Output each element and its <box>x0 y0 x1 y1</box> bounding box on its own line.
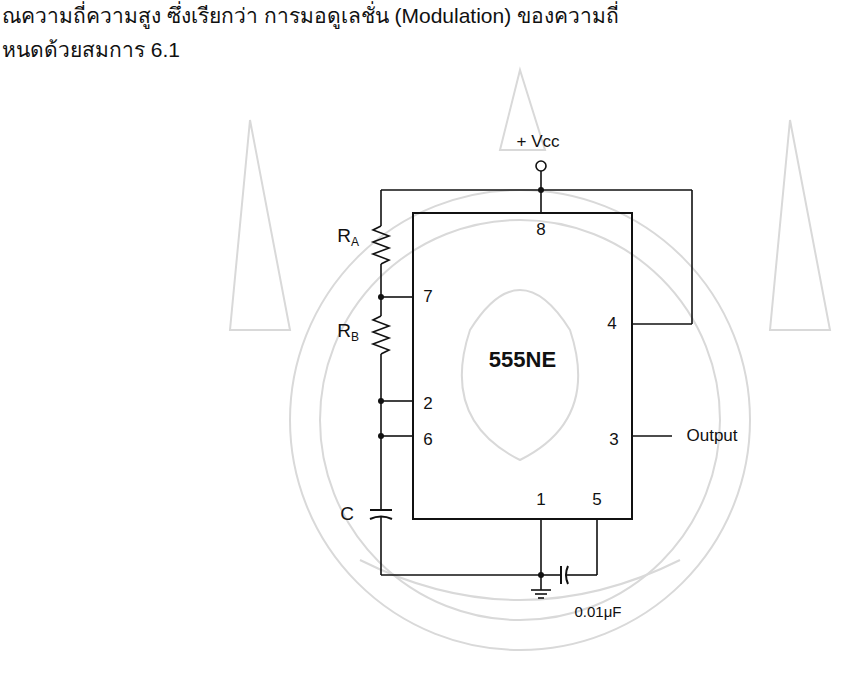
capacitor-plate <box>370 509 392 511</box>
component-label: R <box>337 226 351 247</box>
pin-number: 1 <box>536 491 545 510</box>
component-subscript: A <box>351 236 359 249</box>
vcc-terminal <box>536 161 546 171</box>
capacitor-plate <box>560 566 562 584</box>
ic-chip: 555NE <box>412 212 633 520</box>
pin-number: 7 <box>423 288 432 307</box>
pin-number: 8 <box>536 221 545 240</box>
resistor-symbol <box>373 316 389 354</box>
ground-symbol <box>531 589 551 591</box>
pin-number: 3 <box>609 431 618 450</box>
signal-name: Output <box>686 427 737 446</box>
pin-number: 6 <box>423 431 432 450</box>
pin-number: 4 <box>607 315 616 334</box>
component-label: R <box>337 321 351 342</box>
component-value: 0.01μF <box>575 604 622 621</box>
pin-number: 5 <box>592 491 601 510</box>
pin-number: 2 <box>423 395 432 414</box>
body-text: หนดด้วยสมการ 6.1 <box>2 38 180 61</box>
supply-label: + Vcc <box>517 133 560 152</box>
body-text: ณความถี่ความสูง ซึ่งเรียกว่า การมอดูเลชั… <box>2 4 619 27</box>
component-label: C <box>340 504 354 525</box>
component-subscript: B <box>351 331 359 344</box>
capacitor-plate <box>566 566 568 584</box>
chip-name: 555NE <box>489 348 556 372</box>
resistor-symbol <box>373 226 389 264</box>
